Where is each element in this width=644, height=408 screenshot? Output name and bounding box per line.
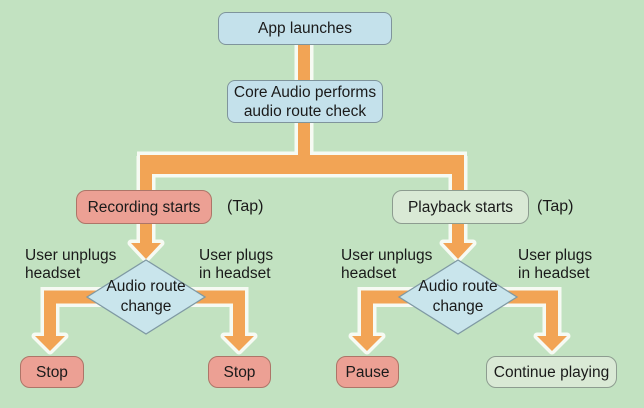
edge-label-line: in headset — [518, 265, 590, 282]
node-continue-playing-label: Continue playing — [493, 363, 610, 381]
edge-label-user-plugs-right: User plugs in headset — [518, 247, 592, 283]
edge-label-line: User unplugs — [341, 247, 433, 264]
tap-label-left: (Tap) — [227, 198, 264, 215]
decision-label-right: Audio route change — [397, 277, 519, 317]
arrowheads — [35, 243, 567, 351]
arrow-down-icon — [537, 336, 567, 351]
node-recording-starts: Recording starts — [76, 190, 212, 224]
decision-diamond-left — [85, 259, 207, 335]
edge-label-user-plugs-left: User plugs in headset — [199, 247, 273, 283]
edge-label-user-unplugs-left: User unplugs headset — [25, 247, 116, 283]
edge-label-line: in headset — [199, 265, 271, 282]
node-playback-starts-label: Playback starts — [407, 198, 514, 216]
decision-label-line: change — [120, 298, 172, 315]
node-app-launches: App launches — [218, 12, 392, 45]
node-core-audio-check: Core Audio performs audio route check — [227, 80, 383, 123]
node-core-audio-line2: audio route check — [243, 102, 367, 120]
edge-label-user-unplugs-right: User unplugs headset — [341, 247, 432, 283]
tap-label-right: (Tap) — [537, 198, 574, 215]
node-pause: Pause — [336, 356, 399, 388]
node-continue-playing: Continue playing — [486, 356, 617, 388]
arrow-down-icon — [35, 336, 65, 351]
node-stop-left: Stop — [20, 356, 84, 388]
node-stop-left-label: Stop — [36, 363, 68, 381]
arrow-down-icon — [443, 243, 473, 259]
edge-label-line: headset — [341, 265, 397, 282]
edge-label-line: User plugs — [518, 247, 593, 264]
edge-label-line: User plugs — [199, 247, 274, 264]
decision-label-line: Audio route — [418, 278, 498, 295]
node-stop-right: Stop — [208, 356, 271, 388]
arrow-down-icon — [224, 336, 254, 351]
node-pause-label: Pause — [345, 363, 390, 381]
decision-label-line: Audio route — [106, 278, 186, 295]
node-core-audio-line1: Core Audio performs — [233, 83, 377, 101]
decision-label-left: Audio route change — [85, 277, 207, 317]
decision-label-line: change — [432, 298, 484, 315]
node-playback-starts: Playback starts — [392, 190, 529, 224]
edge-label-line: User unplugs — [25, 247, 117, 264]
node-recording-starts-label: Recording starts — [87, 198, 201, 216]
edge-label-line: headset — [25, 265, 81, 282]
node-app-launches-label: App launches — [258, 20, 352, 37]
node-stop-right-label: Stop — [223, 363, 256, 381]
arrow-down-icon — [352, 336, 382, 351]
decision-diamond-right — [397, 259, 519, 335]
arrow-down-icon — [131, 243, 161, 259]
